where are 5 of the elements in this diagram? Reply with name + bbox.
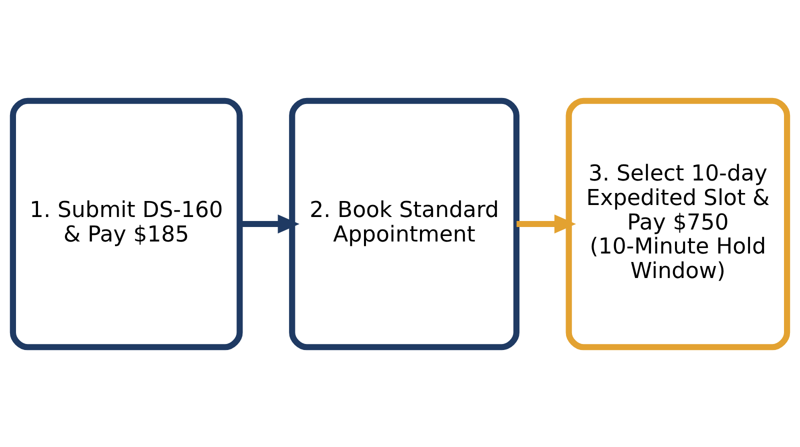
arrow: [240, 214, 300, 233]
node-box: 3. Select 10-day Expedited Slot & Pay $750 (10-Minute Hold Window): [566, 97, 790, 350]
node-box: 1. Submit DS-160 & Pay $185: [10, 97, 243, 350]
node-box: 2. Book Standard Appointment: [289, 97, 520, 350]
arrow: [516, 214, 576, 233]
